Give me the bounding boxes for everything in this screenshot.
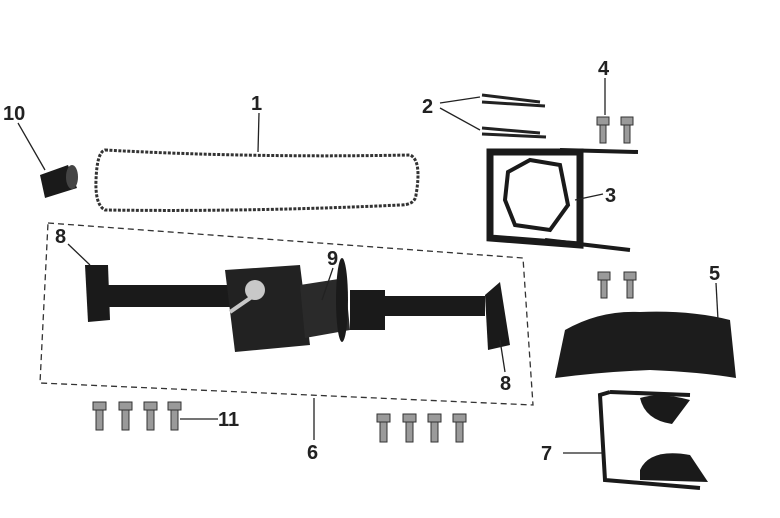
- callout-4: 4: [598, 58, 610, 80]
- callout-5: 5: [709, 263, 720, 285]
- callout-9: 9: [327, 248, 338, 270]
- drive-chain-part: [94, 148, 420, 212]
- callout-2: 2: [422, 96, 433, 118]
- assembly-group-box: [39, 222, 534, 406]
- callout-11: 11: [218, 409, 239, 431]
- mount-bracket-part: [486, 148, 639, 252]
- chain-connector-part: [481, 93, 547, 139]
- callout-6: 6: [307, 442, 318, 464]
- rubber-bumper-part: [40, 165, 78, 198]
- callout-10: 10: [3, 103, 25, 125]
- callout-1: 1: [251, 93, 262, 115]
- bolts-part-4: [596, 116, 637, 299]
- rear-axle-assembly-part: [85, 258, 510, 352]
- callout-8-right: 8: [500, 373, 511, 395]
- callout-8-left: 8: [55, 226, 66, 248]
- leader-lines: [17, 78, 719, 454]
- callout-3: 3: [605, 185, 616, 207]
- callout-7: 7: [541, 443, 552, 465]
- skid-plate-part: [555, 311, 736, 378]
- bolts-part-11: [92, 401, 467, 443]
- chain-guard-part: [597, 390, 708, 490]
